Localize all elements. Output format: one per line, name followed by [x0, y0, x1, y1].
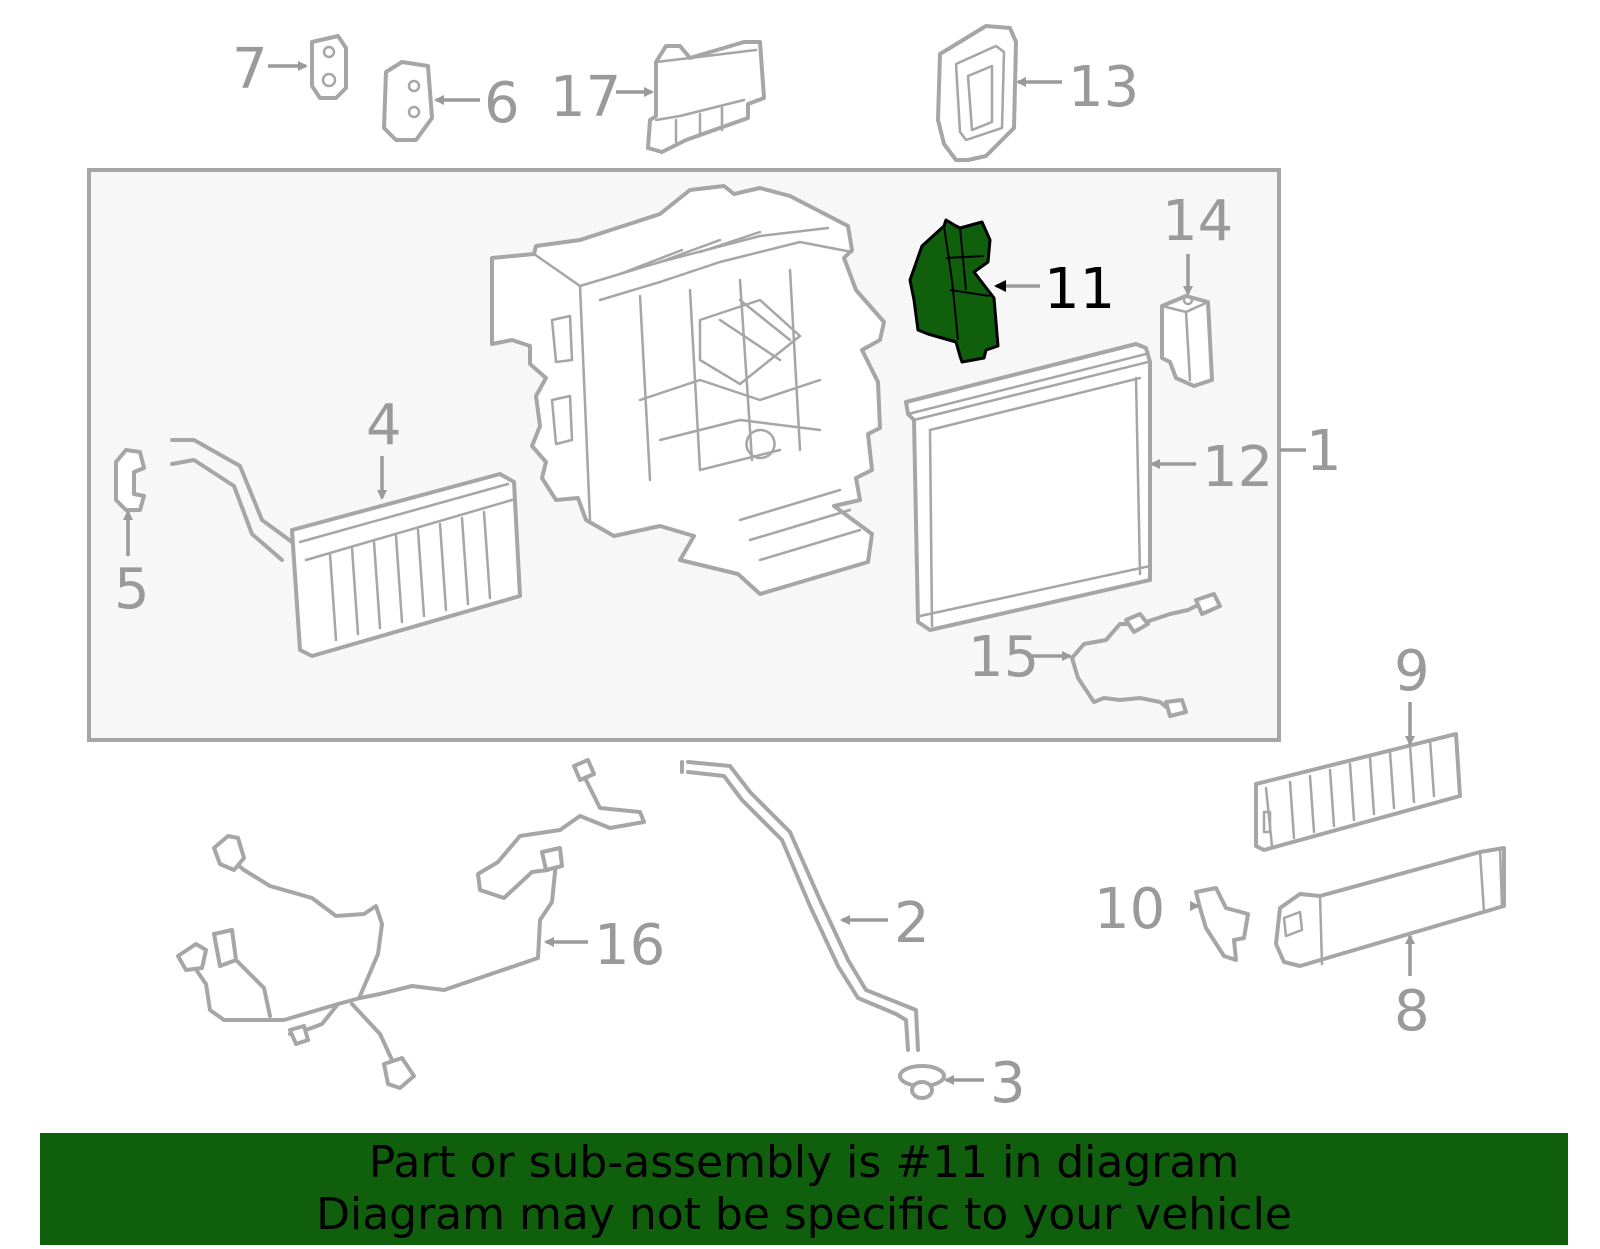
- part-10-bracket: [1194, 886, 1250, 962]
- callout-11: 11: [1044, 257, 1115, 322]
- part-16-harness: [176, 758, 646, 1090]
- part-15-harness: [1070, 592, 1222, 718]
- part-5-clip: [114, 448, 146, 512]
- callout-16: 16: [594, 913, 665, 978]
- callout-2: 2: [894, 891, 930, 956]
- part-4-heater-core: [170, 438, 522, 658]
- part-9-filter: [1254, 732, 1462, 852]
- part-7-gasket: [310, 34, 348, 100]
- part-12-evaporator: [904, 342, 1152, 632]
- callout-4: 4: [366, 393, 402, 458]
- callout-13: 13: [1068, 55, 1139, 120]
- callout-1: 1: [1306, 419, 1342, 484]
- callout-9: 9: [1394, 639, 1430, 704]
- banner-line-2: Diagram may not be specific to your vehi…: [316, 1189, 1292, 1240]
- part-6-seal: [382, 60, 434, 142]
- callout-3: 3: [990, 1051, 1026, 1116]
- callout-5: 5: [114, 557, 150, 622]
- callout-arrows: [123, 61, 1415, 1085]
- part-11-highlighted: [908, 218, 1000, 364]
- info-banner: Part or sub-assembly is #11 in diagram D…: [40, 1133, 1568, 1245]
- callout-8: 8: [1394, 979, 1430, 1044]
- part-3-grommet: [898, 1064, 946, 1100]
- hvac-case: [490, 184, 886, 596]
- part-17-module: [646, 40, 766, 154]
- callout-15: 15: [968, 625, 1039, 690]
- callout-7: 7: [232, 37, 268, 102]
- part-2-hose: [680, 760, 920, 1052]
- callout-14: 14: [1162, 189, 1233, 254]
- callout-17: 17: [550, 65, 621, 130]
- part-14-sensor: [1160, 294, 1214, 388]
- banner-line-1: Part or sub-assembly is #11 in diagram: [368, 1137, 1240, 1188]
- callout-12: 12: [1202, 435, 1273, 500]
- callout-6: 6: [484, 71, 520, 136]
- callout-10: 10: [1094, 877, 1165, 942]
- part-13-cover: [936, 24, 1018, 162]
- part-8-housing: [1274, 846, 1506, 968]
